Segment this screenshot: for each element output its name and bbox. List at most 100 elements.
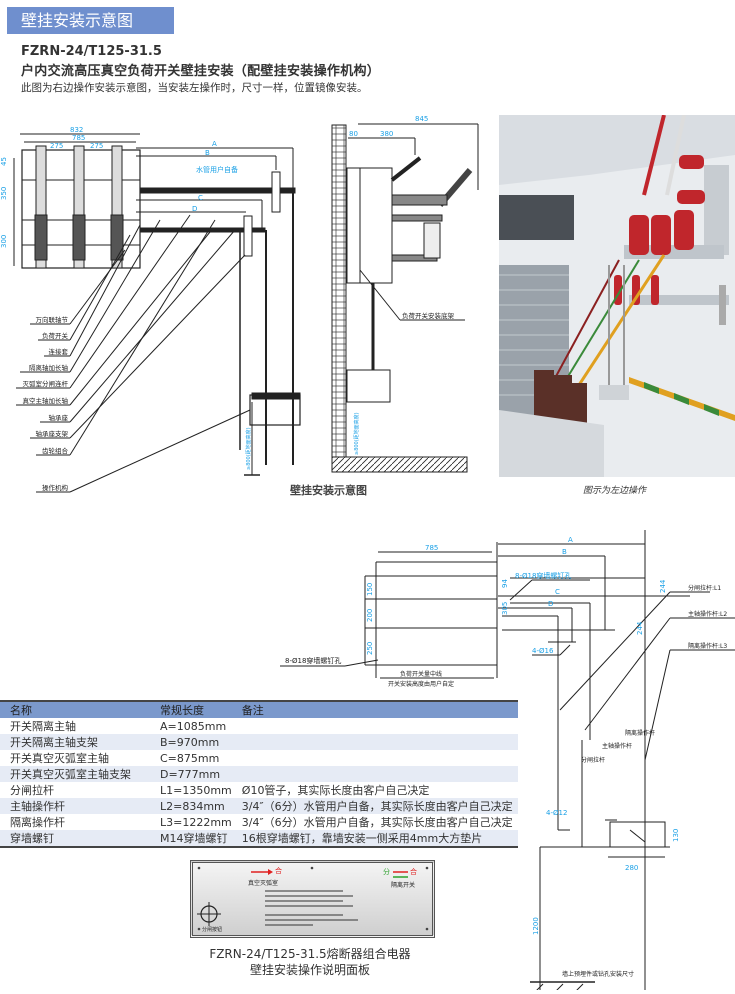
dim-244a: 244 [659,579,667,593]
dim-244b: 244 [636,621,644,635]
table-header-row: 名称 常规长度 备注 [0,700,518,718]
cell-name: 穿墙螺钉 [0,830,150,848]
installation-photo [499,115,735,477]
table-row: 开关真空灭弧室主轴 C=875mm [0,750,518,766]
dim-380: 380 [380,130,393,138]
hole-label-left: 8-Ø18穿墙螺钉孔 [285,656,341,665]
side-view-drawing: 845 80 380 ≥800(距地面高度) 负荷开关安装底架 [331,115,479,473]
callout-bearing-bracket: 轴承座支架 [36,429,69,438]
cell-note: Ø10管子，其实际长度由客户自己决定 [241,784,430,797]
wall-dim-305: 305 [501,602,509,615]
cell-note [232,718,518,734]
callout-coupling: 连接套 [49,347,69,356]
callout-gear: 齿轮组合 [42,446,69,455]
dim-300: 300 [0,235,8,248]
dim-275b: 275 [90,142,103,150]
cell-name: 开关真空灭弧室主轴 [10,752,109,765]
side-view-caption: 壁挂安装示意图 [290,484,367,497]
callout-bearing: 轴承座 [49,413,69,422]
cell-length: D=777mm [150,766,232,782]
cell-note [231,734,518,750]
wall-dim-150: 150 [366,583,374,596]
wall-dim-94: 94 [501,579,509,588]
cell-length: L1=1350mm [160,783,232,797]
dim-1200: 1200 [532,917,540,935]
section-title: 壁挂安装示意图 [7,7,174,34]
cell-note: 3/4″（6分）水管用户自备，其实际长度由客户自己决定 [231,798,518,814]
dim-832: 832 [70,126,83,134]
cell-length: A=1085mm [160,719,227,733]
cell-name: 开关隔离主轴 [10,720,76,733]
rod-label-L2: 主轴操作杆:L2 [688,610,727,618]
small-hole-label: 4-Ø16 [532,647,554,655]
rod-label-L1: 分闸拉杆:L1 [688,584,721,592]
hole-label-top: 8-Ø18穿墙螺钉孔 [515,571,571,580]
cell-length: L3=1222mm [160,815,232,829]
model-number: FZRN-24/T125-31.5 [21,44,162,59]
rod-label-main: 主轴操作杆 [602,742,632,750]
dim-845: 845 [415,115,428,123]
callout-mechanism: 操作机构 [42,483,69,492]
panel-close-mark-left: 合 [275,866,282,875]
cell-note: 3/4″（6分）水管用户自备，其实际长度由客户自己决定 [241,816,513,829]
photo-caption: 图示为左边操作 [583,486,647,496]
dim-45: 45 [0,157,8,166]
cell-note: 16根穿墙螺钉，靠墙安装一侧采用4mm大方垫片 [231,830,518,848]
dim-D: D [192,205,197,213]
cell-length: B=970mm [150,734,232,750]
dim-B: B [205,149,210,157]
panel-caption-line1: FZRN-24/T125-31.5熔断器组合电器 [209,947,411,961]
panel-open-mark: 分 [383,867,390,876]
table-row: 开关隔离主轴 A=1085mm [0,718,518,734]
cell-name: 开关隔离主轴支架 [0,734,150,750]
product-subtitle: 户内交流高压真空负荷开关壁挂安装（配壁挂安装操作机构） [21,64,381,79]
rod-label-L3: 隔离操作杆:L3 [688,642,727,650]
dim-130: 130 [672,829,680,842]
callout-universal-joint: 万向联轴节 [36,315,69,324]
cell-length: C=875mm [160,751,220,765]
wall-letter-D: D [548,600,553,608]
dim-280: 280 [625,864,638,872]
center-line-label: 负荷开关量中线 [400,670,442,678]
instruction-panel: 合 分 合 真空灭弧室 隔离开关 分闸按钮 [190,860,435,938]
dim-80: 80 [349,130,358,138]
base-hole-label: 4-Ø12 [546,809,567,817]
panel-close-mark-right: 合 [410,867,417,876]
callout-isolation-shaft: 隔离轴加长轴 [29,363,69,372]
ground-note: 墙上预埋件或钻孔安装尺寸 [562,970,634,978]
cell-length: M14穿墙螺钉 [150,830,232,848]
cell-note [232,750,518,766]
panel-right-label: 隔离开关 [391,881,415,889]
cell-note [231,766,518,782]
callout-arc-rod: 灭弧室分闸连杆 [23,379,69,388]
wall-letter-C: C [555,588,560,596]
side-height-dim: ≥800(距地面高度) [353,412,360,455]
water-pipe-label: 水管用户自备 [196,165,238,174]
height-dim: ≥800(距地面高度) [245,427,252,470]
wall-dim-250: 250 [366,642,374,655]
height-note: 开关安装高度由用户自定 [388,680,454,688]
cell-length: L2=834mm [150,798,232,814]
cell-name: 主轴操作杆 [0,798,150,814]
wall-letter-A: A [568,536,573,544]
dim-785: 785 [72,134,85,142]
dim-C: C [198,194,203,202]
wall-letter-B: B [562,548,567,556]
col-header-note: 备注 [231,700,518,718]
table-row: 隔离操作杆 L3=1222mm 3/4″（6分）水管用户自备，其实际长度由客户自己决… [0,814,518,830]
dim-275a: 275 [50,142,63,150]
callout-vacuum-shaft: 真空主轴加长轴 [23,396,69,405]
cell-name: 隔离操作杆 [10,816,65,829]
panel-caption-line2: 壁挂安装操作说明面板 [249,963,370,977]
col-header-name: 名称 [0,700,150,718]
cell-name: 开关真空灭弧室主轴支架 [0,766,150,782]
front-view-drawing: 832 785 275 275 45 350 300 A B C D 水管用户自… [0,126,301,493]
wall-mount-drawing: 785 150 200 250 94 305 8-Ø18穿墙螺钉孔 8-Ø18穿… [280,530,735,990]
dim-350: 350 [0,187,8,200]
